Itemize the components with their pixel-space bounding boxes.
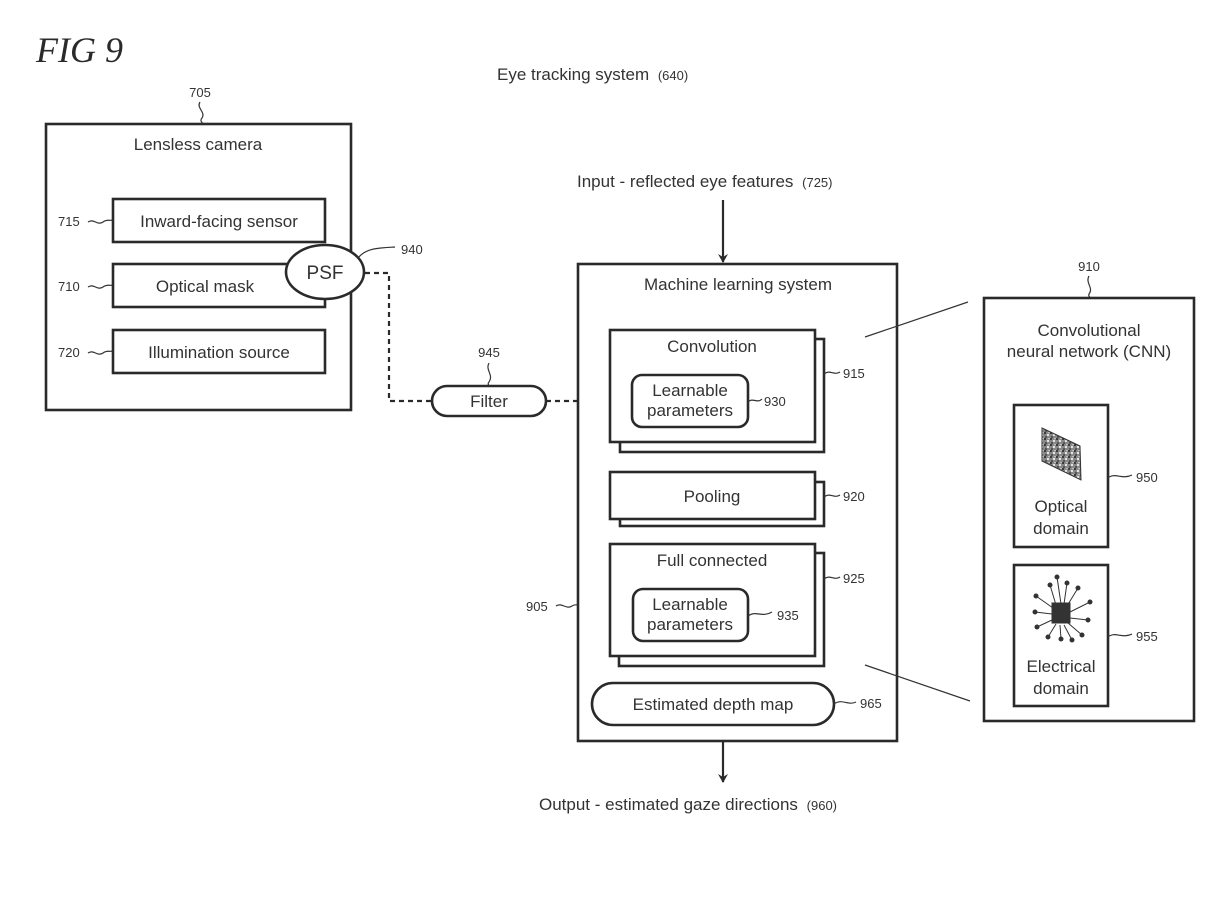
system-ref: (640): [658, 68, 688, 83]
lensless-camera-group: 705 Lensless camera Inward-facing sensor…: [44, 85, 423, 412]
system-title: Eye tracking system (640): [497, 65, 688, 84]
leader-line: [823, 576, 841, 580]
callout-line-bottom: [864, 664, 971, 702]
leader-line: [823, 371, 841, 375]
callout-line-top: [864, 301, 969, 338]
inward-facing-sensor-label: Inward-facing sensor: [140, 212, 298, 231]
electrical-domain-line1: Electrical: [1027, 657, 1096, 676]
learnable-parameters-ref-935: 935: [777, 608, 799, 623]
convolution-ref: 915: [843, 366, 865, 381]
illumination-source-ref: 720: [58, 345, 80, 360]
figure-title: FIG 9: [35, 30, 123, 70]
filter-group: Filter 945: [430, 345, 548, 418]
input-label: Input - reflected eye features (725): [577, 172, 833, 191]
cnn-title-line1: Convolutional: [1037, 321, 1140, 340]
input-ref: (725): [802, 175, 832, 190]
leader-line: [487, 362, 492, 387]
leader-line: [87, 284, 114, 289]
leader-line: [823, 494, 841, 498]
learnable-parameters-box-930: [630, 373, 750, 429]
lensless-camera-title: Lensless camera: [134, 135, 263, 154]
dashed-connector-psf-filter: [365, 271, 432, 403]
output-label-text: Output - estimated gaze directions: [539, 795, 798, 814]
full-connected-ref: 925: [843, 571, 865, 586]
cnn-group: 910 Convolutional neural network (CNN) O…: [982, 259, 1196, 723]
electrical-domain-ref: 955: [1136, 629, 1158, 644]
ml-system-group: Machine learning system 905 Convolution …: [526, 262, 899, 743]
input-label-text: Input - reflected eye features: [577, 172, 793, 191]
ml-system-title: Machine learning system: [644, 275, 832, 294]
leader-line: [555, 604, 579, 608]
pooling-label: Pooling: [684, 487, 741, 506]
system-title-text: Eye tracking system: [497, 65, 649, 84]
cnn-title-line2: neural network (CNN): [1007, 342, 1171, 361]
leader-line: [87, 350, 114, 355]
leader-line: [1087, 275, 1092, 299]
optical-mask-icon: [1041, 427, 1082, 481]
optical-domain-box: [1012, 403, 1110, 549]
estimated-depth-map-ref: 965: [860, 696, 882, 711]
psf-label: PSF: [307, 263, 344, 284]
learnable-parameters-ref-930: 930: [764, 394, 786, 409]
filter-label: Filter: [470, 392, 508, 411]
optical-domain-ref: 950: [1136, 470, 1158, 485]
filter-ref: 945: [478, 345, 500, 360]
full-connected-label: Full connected: [657, 551, 768, 570]
leader-line: [87, 219, 114, 224]
leader-line: [1107, 474, 1133, 479]
learnable-parameters-line1: Learnable: [652, 595, 728, 614]
leader-line: [198, 101, 204, 125]
optical-domain-line2: domain: [1033, 519, 1089, 538]
learnable-parameters-line1: Learnable: [652, 381, 728, 400]
electrical-domain-line2: domain: [1033, 679, 1089, 698]
psf-ref: 940: [401, 242, 423, 257]
inward-facing-sensor-ref: 715: [58, 214, 80, 229]
learnable-parameters-line2: parameters: [647, 401, 733, 420]
learnable-parameters-line2: parameters: [647, 615, 733, 634]
leader-line: [747, 611, 773, 617]
output-label: Output - estimated gaze directions (960): [539, 795, 837, 814]
leader-line: [747, 398, 763, 403]
leader-line: [357, 246, 396, 259]
optical-mask-label: Optical mask: [156, 277, 255, 296]
cnn-ref: 910: [1078, 259, 1100, 274]
convolution-label: Convolution: [667, 337, 757, 356]
optical-mask-ref: 710: [58, 279, 80, 294]
estimated-depth-map-label: Estimated depth map: [633, 695, 794, 714]
chip-icon: [1032, 574, 1093, 643]
pooling-box: [608, 470, 817, 521]
leader-line: [1107, 633, 1133, 638]
ml-system-ref: 905: [526, 599, 548, 614]
learnable-parameters-box-935: [631, 587, 750, 643]
lensless-camera-ref: 705: [189, 85, 211, 100]
psf-ellipse: [284, 243, 366, 301]
illumination-source-label: Illumination source: [148, 343, 290, 362]
pooling-ref: 920: [843, 489, 865, 504]
inward-facing-sensor-box: [111, 197, 327, 244]
leader-line: [833, 701, 857, 705]
output-ref: (960): [807, 798, 837, 813]
optical-domain-line1: Optical: [1035, 497, 1088, 516]
